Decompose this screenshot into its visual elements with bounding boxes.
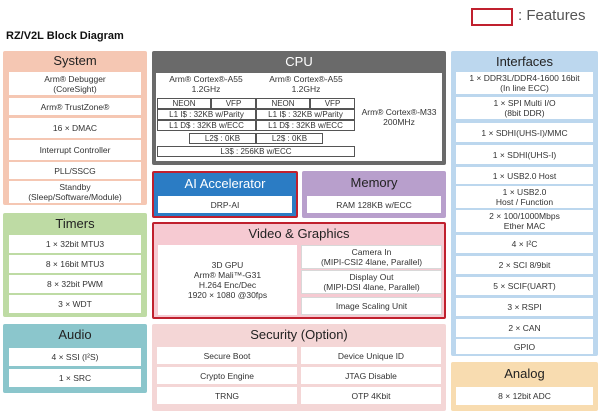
a55-core-1-l1d: L1 D$ : 32KB w/ECC <box>157 120 256 131</box>
interface-scif-uart: 5 × SCIF(UART) <box>456 277 593 295</box>
security-title: Security (Option) <box>250 327 348 342</box>
system-panel: System Arm® Debugger(CoreSight) Arm® Tru… <box>3 51 147 205</box>
interfaces-title: Interfaces <box>495 54 554 69</box>
audio-item-ssi: 4 × SSI (I²S) <box>9 348 141 366</box>
interfaces-panel: Interfaces 1 × DDR3L/DDR4-1600 16bit(In … <box>451 51 598 356</box>
timers-item-mtu3-16: 8 × 16bit MTU3 <box>9 255 141 273</box>
interface-sdhi: 1 × SDHI(UHS-I) <box>456 145 593 164</box>
a55-core-1-name: Arm® Cortex®-A55 <box>169 74 243 84</box>
interface-gpio: GPIO <box>456 339 593 354</box>
ai-accelerator-panel: AI Accelerator DRP-AI <box>152 171 298 218</box>
security-panel: Security (Option) Secure Boot Crypto Eng… <box>152 324 446 411</box>
interface-usb-host: 1 × USB2.0 Host <box>456 167 593 184</box>
system-title: System <box>53 53 97 68</box>
cpu-title: CPU <box>285 54 313 69</box>
a55-core-2-neon: NEON <box>256 98 310 109</box>
a55-core-2-vfp: VFP <box>310 98 355 109</box>
analog-item-adc: 8 × 12bit ADC <box>456 387 593 405</box>
cpu-panel: CPU Arm® Cortex®-A55 1.2GHz NEON VFP L1 … <box>152 51 446 165</box>
video-item-camera-in: Camera In(MIPI-CSI2 4lane, Parallel) <box>301 245 442 269</box>
memory-item-ram: RAM 128KB w/ECC <box>307 196 441 213</box>
timers-item-wdt: 3 × WDT <box>9 295 141 313</box>
interface-i2c: 4 × I²C <box>456 235 593 253</box>
security-item-jtag-disable: JTAG Disable <box>301 367 441 384</box>
a55-core-1-l1i: L1 I$ : 32KB w/Parity <box>157 109 256 120</box>
ai-item-drp-ai: DRP-AI <box>158 196 292 213</box>
interface-rspi: 3 × RSPI <box>456 298 593 316</box>
video-title: Video & Graphics <box>248 226 350 241</box>
system-item-interrupt-controller: Interrupt Controller <box>9 140 141 160</box>
cpu-inner: Arm® Cortex®-A55 1.2GHz NEON VFP L1 I$ :… <box>156 73 442 161</box>
system-item-dmac: 16 × DMAC <box>9 118 141 138</box>
a55-core-2-l1d: L1 D$ : 32KB w/ECC <box>256 120 355 131</box>
timers-item-pwm: 8 × 32bit PWM <box>9 275 141 293</box>
system-item-standby: Standby(Sleep/Software/Module) <box>9 181 141 203</box>
timers-panel: Timers 1 × 32bit MTU3 8 × 16bit MTU3 8 ×… <box>3 213 147 317</box>
audio-panel: Audio 4 × SSI (I²S) 1 × SRC <box>3 324 147 393</box>
security-item-otp: OTP 4Kbit <box>301 387 441 404</box>
analog-title: Analog <box>504 366 545 381</box>
interface-ddr: 1 × DDR3L/DDR4-1600 16bit(In line ECC) <box>456 72 593 94</box>
legend-label: : Features <box>518 7 586 24</box>
analog-panel: Analog 8 × 12bit ADC <box>451 362 598 411</box>
video-item-image-scaling-unit: Image Scaling Unit <box>301 297 442 315</box>
interface-sci: 2 × SCI 8/9bit <box>456 256 593 274</box>
interface-spi-multi-io: 1 × SPI Multi I/O(8bit DDR) <box>456 97 593 119</box>
memory-panel: Memory RAM 128KB w/ECC <box>302 171 446 218</box>
m33-freq: 200MHz <box>383 117 415 127</box>
a55-core-2-freq: 1.2GHz <box>291 84 321 94</box>
a55-core-1-vfp: VFP <box>211 98 256 109</box>
system-item-trustzone: Arm® TrustZone® <box>9 98 141 115</box>
audio-title: Audio <box>58 327 92 342</box>
security-item-secure-boot: Secure Boot <box>157 347 297 364</box>
l2-cache-2: L2$ : 0KB <box>256 133 323 144</box>
page-title: RZ/V2L Block Diagram <box>6 30 124 42</box>
l3-cache: L3$ : 256KB w/ECC <box>157 146 355 157</box>
interface-can: 2 × CAN <box>456 319 593 337</box>
audio-item-src: 1 × SRC <box>9 369 141 387</box>
security-item-device-unique-id: Device Unique ID <box>301 347 441 364</box>
interface-sdhi-mmc: 1 × SDHI(UHS-I)/MMC <box>456 123 593 142</box>
legend-feature-swatch <box>471 8 513 26</box>
l2-cache-1: L2$ : 0KB <box>189 133 256 144</box>
timers-title: Timers <box>55 216 95 231</box>
security-item-trng: TRNG <box>157 387 297 404</box>
ai-title: AI Accelerator <box>184 176 266 191</box>
a55-core-1-neon: NEON <box>157 98 211 109</box>
security-item-crypto-engine: Crypto Engine <box>157 367 297 384</box>
a55-core-2-l1i: L1 I$ : 32KB w/Parity <box>256 109 355 120</box>
a55-core-1-freq: 1.2GHz <box>191 84 221 94</box>
timers-item-mtu3-32: 1 × 32bit MTU3 <box>9 235 141 253</box>
video-item-display-out: Display Out(MIPI-DSI 4lane, Parallel) <box>301 270 442 294</box>
system-item-pll: PLL/SSCG <box>9 162 141 179</box>
system-item-debugger: Arm® Debugger(CoreSight) <box>9 72 141 95</box>
a55-core-2-name: Arm® Cortex®-A55 <box>269 74 343 84</box>
m33-name: Arm® Cortex®-M33 <box>361 107 437 117</box>
memory-title: Memory <box>350 175 398 190</box>
